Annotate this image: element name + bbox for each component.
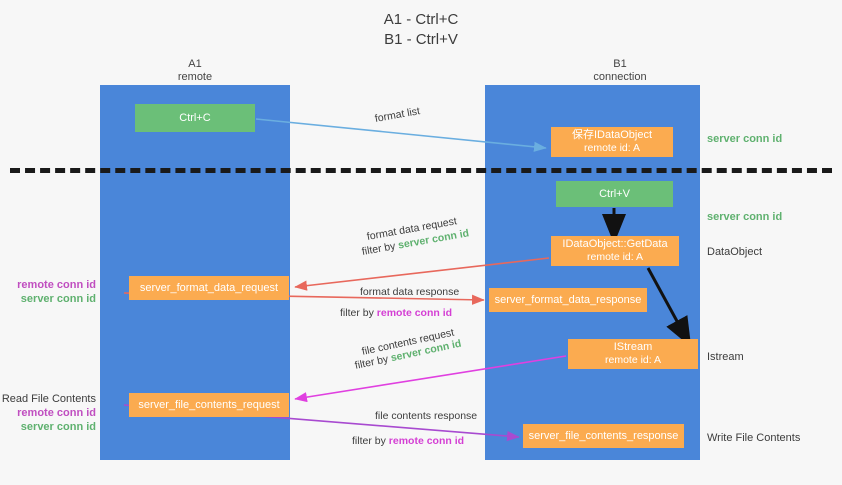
node-server-file-contents-response-label: server_file_contents_response [528,429,679,442]
node-istream-line1: IStream [613,341,653,353]
node-ctrl-v[interactable]: Ctrl+V [556,181,673,207]
node-server-format-data-request[interactable]: server_format_data_request [129,276,289,300]
node-server-file-contents-request-label: server_file_contents_request [138,398,280,411]
annotation-conn-ids-upper: remote conn id server conn id [0,278,96,306]
node-server-format-data-request-label: server_format_data_request [139,281,279,294]
filter-value-remote-conn-id: remote conn id [388,435,465,447]
title-line-2: B1 - Ctrl+V [384,31,458,48]
node-getdata-line2: remote id: A [586,251,644,263]
edge-label-format-data-response-filter: filter by remote conn id [340,306,452,320]
edge-label-format-data-response-text: format data response [360,286,460,298]
filter-prefix: filter by [360,239,400,258]
annotation-server-conn-id-upper: server conn id [20,293,96,305]
lane-header-a1: A1 remote [120,58,270,84]
filter-prefix: filter by [352,435,389,447]
node-server-file-contents-request[interactable]: server_file_contents_request [129,393,289,417]
node-save-idataobject-line1: 保存IDataObject [571,129,653,141]
filter-value-remote-conn-id: remote conn id [376,307,453,319]
lane-b1-name: B1 [613,58,627,70]
node-server-format-data-response-label: server_format_data_response [494,293,642,306]
edge-label-file-contents-response: file contents response [375,409,477,423]
annotation-server-conn-id-mid: server conn id [707,211,783,223]
node-getdata[interactable]: IDataObject::GetData remote id: A [551,236,679,266]
filter-prefix: filter by [340,307,377,319]
title-line-1: A1 - Ctrl+C [383,11,459,28]
edge-label-file-contents-response-text: file contents response [375,410,478,422]
node-save-idataobject-line2: remote id: A [583,142,641,154]
annotation-conn-ids-lower: Read File Contents remote conn id server… [0,392,96,434]
edge-label-format-data-response: format data response [360,285,459,299]
node-istream[interactable]: IStream remote id: A [568,339,698,369]
edge-label-format-list: format list [374,104,421,126]
node-server-file-contents-response[interactable]: server_file_contents_response [523,424,684,448]
node-getdata-line1: IDataObject::GetData [562,238,668,250]
annotation-server-conn-id-lower: server conn id [20,421,96,433]
node-ctrl-c[interactable]: Ctrl+C [135,104,255,132]
node-save-idataobject[interactable]: 保存IDataObject remote id: A [551,127,673,157]
node-istream-line2: remote id: A [604,354,662,366]
phase-separator [10,168,832,173]
lane-header-b1: B1 connection [545,58,695,84]
edge-label-format-list-text: format list [373,105,421,125]
lane-a1-name: A1 [188,58,202,70]
node-ctrl-v-label: Ctrl+V [599,187,630,200]
annotation-remote-conn-id-lower: remote conn id [17,407,96,419]
lane-a1-role: remote [177,71,213,83]
annotation-remote-conn-id-upper: remote conn id [17,279,96,291]
annotation-server-conn-id-top: server conn id [707,133,783,145]
annotation-read-file-contents: Read File Contents [1,393,96,405]
annotation-istream: Istream [707,351,744,363]
page-title: A1 - Ctrl+C B1 - Ctrl+V [0,10,842,50]
edge-label-file-contents-response-filter: filter by remote conn id [352,434,464,448]
lane-b1-role: connection [593,71,647,83]
annotation-dataobject: DataObject [707,246,763,258]
annotation-write-file-contents: Write File Contents [707,432,801,444]
node-server-format-data-response[interactable]: server_format_data_response [489,288,647,312]
node-ctrl-c-label: Ctrl+C [179,111,211,124]
filter-prefix: filter by [353,352,393,372]
